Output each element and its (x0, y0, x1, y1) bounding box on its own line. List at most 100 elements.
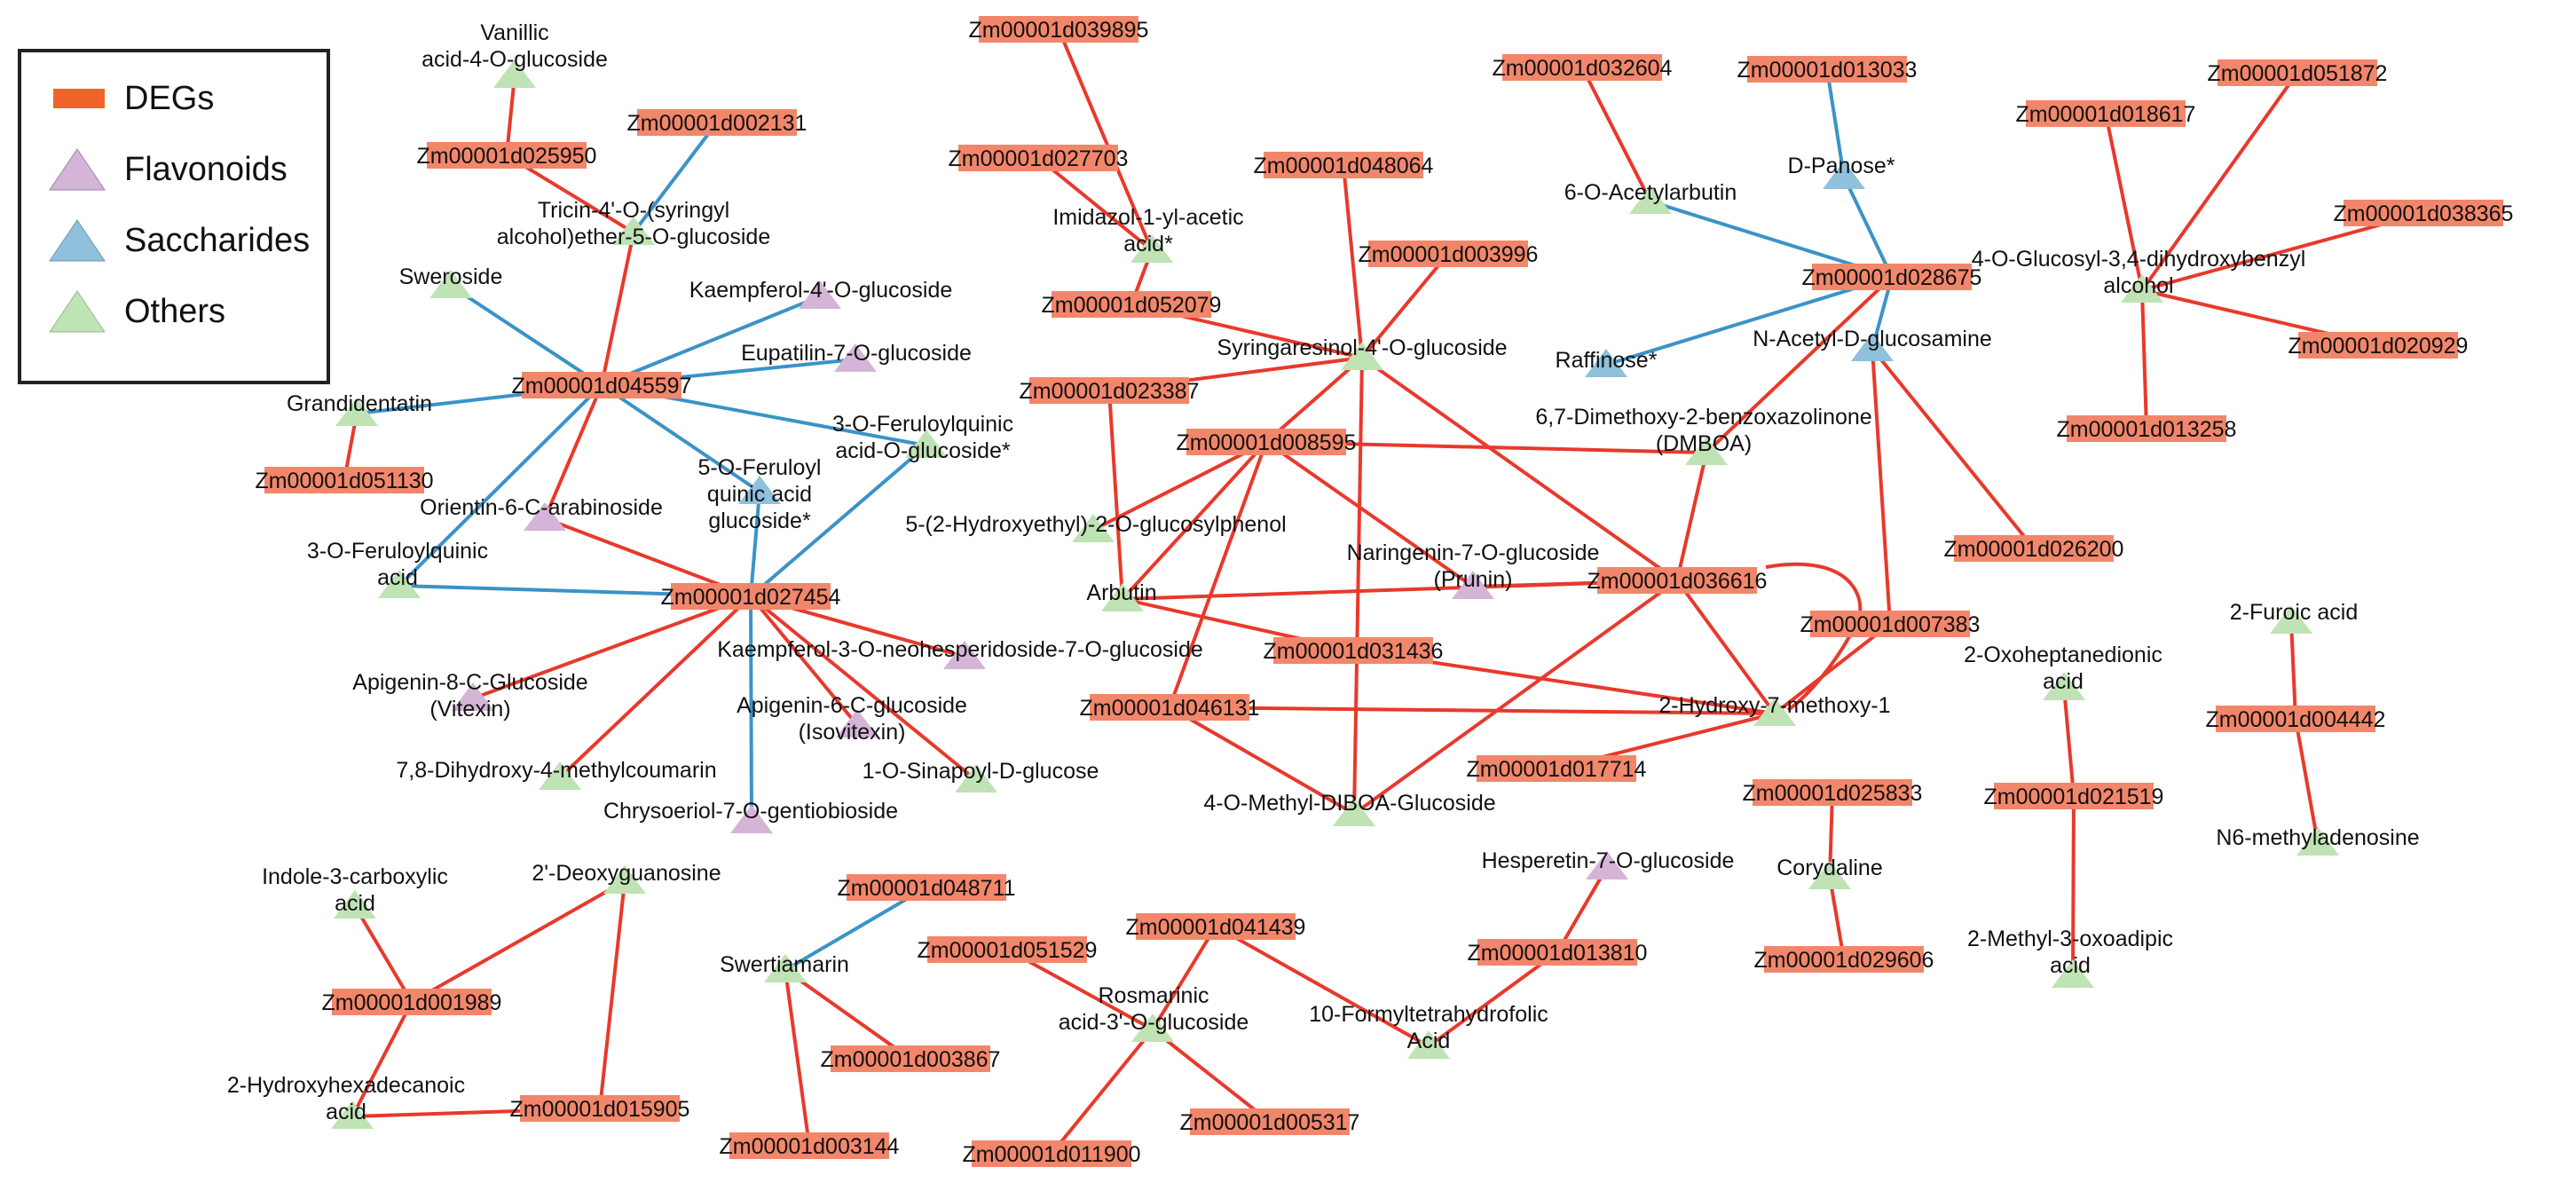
edge-m_swertiamarin-g_d003867 (784, 968, 912, 1061)
other-triangle-icon (2052, 959, 2094, 988)
gene-label: Zm00001d021519 (1984, 785, 2164, 809)
other-triangle-icon (1685, 437, 1728, 465)
metabolite-label: Rosmarinic (1098, 983, 1209, 1008)
metabolite-label: 2-Methyl-3-oxoadipic (1967, 927, 2173, 951)
gene-node: Zm00001d025833 (1743, 779, 1922, 806)
edge-g_d045597-m_3ofqacid (398, 383, 603, 588)
edge-g_d041439-m_formyl (1215, 925, 1430, 1048)
metabolite-label: 3-O-Feruloylquinic (832, 412, 1013, 437)
gene-node: Zm00001d039895 (969, 16, 1148, 43)
metabolite-label: (Prunin) (1434, 567, 1513, 592)
nodes-layer: Vanillicacid-4-O-glucosideTricin-4'-O-(s… (227, 16, 2513, 1167)
other-triangle-icon (2121, 274, 2163, 303)
other-triangle-icon (539, 761, 581, 790)
other-triangle-icon (2043, 672, 2085, 700)
gene-node: Zm00001d008595 (1177, 429, 1356, 455)
other-triangle-icon (1131, 1013, 1174, 1042)
gene-label: Zm00001d051872 (2208, 61, 2388, 86)
gene-label: Zm00001d025950 (417, 144, 597, 169)
gene-node: Zm00001d038365 (2334, 200, 2513, 226)
gene-node: Zm00001d020929 (2288, 332, 2468, 359)
gene-label: Zm00001d027703 (949, 146, 1129, 171)
metabolite-node: 2-Hydroxy-7-methoxy-1 (1658, 693, 1891, 726)
other-triangle-icon (905, 430, 948, 458)
gene-rect (2216, 706, 2375, 732)
metabolite-node: 1-O-Sinapoyl-D-glucose (863, 759, 1099, 793)
edge-m_nacetyl-g_d007383 (1871, 348, 1892, 625)
flavonoid-triangle-icon (452, 682, 494, 711)
gene-node: Zm00001d028675 (1802, 264, 1981, 290)
gene-node: Zm00001d007383 (1800, 611, 1981, 637)
other-triangle-icon (1101, 583, 1144, 611)
edge-g_d045597-m_orientin (543, 384, 603, 519)
edge-m_hydroxy7-g_d007383 (1773, 622, 1892, 715)
edge-g_d008595-g_d046131 (1168, 441, 1268, 708)
edge-g_d013810-m_formyl (1427, 950, 1559, 1048)
edge-g_d021519-m_methyloxo (2071, 795, 2076, 976)
other-triangle-icon (1753, 698, 1796, 726)
metabolite-label: acid-O-glucoside* (835, 438, 1011, 463)
metabolite-label: D-Panose* (1788, 154, 1895, 178)
metabolite-label: acid (2043, 669, 2084, 694)
metabolite-label: Acid (1407, 1029, 1451, 1053)
edge-g_d018617-m_glucosyl (2104, 113, 2144, 291)
other-triangle-icon (378, 570, 421, 598)
metabolite-node: N-Acetyl-D-glucosamine (1753, 327, 1992, 361)
edge-m_dmboa-g_d036616 (1675, 452, 1708, 581)
gene-label: Zm00001d051130 (255, 469, 433, 493)
legend-label: Flavonoids (124, 150, 288, 188)
metabolite-label: acid (335, 891, 375, 916)
edge-m_kaemp4-g_d045597 (601, 295, 821, 387)
gene-label: Zm00001d027454 (661, 585, 841, 610)
gene-rect (1812, 264, 1972, 290)
other-triangle-icon (1130, 234, 1173, 263)
gene-rect (427, 142, 587, 169)
gene-rect (1753, 779, 1912, 806)
gene-rect (671, 583, 831, 610)
metabolite-node: 6,7-Dimethoxy-2-benzoxazolinone(DMBOA) (1535, 405, 1872, 465)
other-triangle-icon (612, 217, 655, 245)
other-triangle-icon (955, 764, 997, 793)
metabolite-label: Raffinose* (1556, 348, 1658, 373)
metabolite-node: Chrysoeriol-7-O-gentiobioside (603, 799, 898, 833)
metabolite-node: 5-(2-Hydroxyethyl)-2-O-glucosylphenol (905, 512, 1287, 542)
legend-triangle-icon (46, 289, 108, 334)
gene-rect (2218, 59, 2377, 86)
metabolite-label: Orientin-6-C-arabinoside (420, 495, 663, 520)
gene-label: Zm00001d002131 (627, 111, 807, 136)
gene-rect (1029, 377, 1189, 404)
flavonoid-triangle-icon (943, 641, 986, 669)
gene-rect (927, 936, 1087, 963)
metabolite-node: Naringenin-7-O-glucoside(Prunin) (1347, 540, 1599, 599)
gene-label: Zm00001d026200 (1944, 537, 2124, 562)
gene-label: Zm00001d045597 (512, 374, 692, 398)
metabolite-label: alcohol)ether-5-O-glucoside (497, 225, 770, 249)
gene-rect (1190, 1108, 1350, 1135)
gene-node: Zm00001d001989 (322, 989, 501, 1015)
gene-node: Zm00001d046131 (1080, 694, 1259, 721)
gene-node: Zm00001d013810 (1468, 939, 1647, 966)
metabolite-label: Tricin-4'-O-(syringyl (538, 198, 729, 223)
edge-g_d028675-m_dmboa (1705, 275, 1894, 454)
metabolite-label: 4-O-Methyl-DIBOA-Glucoside (1203, 791, 1495, 816)
metabolite-node: Apigenin-6-C-glucoside(Isovitexin) (737, 693, 967, 745)
gene-label: Zm00001d007383 (1800, 612, 1981, 637)
metabolite-label: (DMBOA) (1656, 431, 1752, 456)
gene-label: Zm00001d013033 (1737, 58, 1918, 83)
saccharide-triangle-icon (1585, 349, 1627, 377)
edge-g_d023387-m_arbutin (1107, 390, 1124, 600)
flavonoid-triangle-icon (1586, 851, 1628, 879)
gene-label: Zm00001d036616 (1587, 569, 1768, 594)
edge-g_d027454-m_chrysoeriol (749, 595, 753, 822)
flavonoid-triangle-icon (799, 280, 841, 309)
metabolite-label: Hesperetin-7-O-glucoside (1482, 848, 1735, 873)
gene-rect (972, 1140, 1131, 1167)
metabolite-label: Grandidentatin (287, 391, 432, 416)
metabolite-label: acid (2050, 953, 2091, 978)
metabolite-label: alcohol (2103, 273, 2173, 298)
other-triangle-icon (493, 59, 536, 88)
edge-g_d036616-m_hydroxy7 (1675, 579, 1776, 715)
